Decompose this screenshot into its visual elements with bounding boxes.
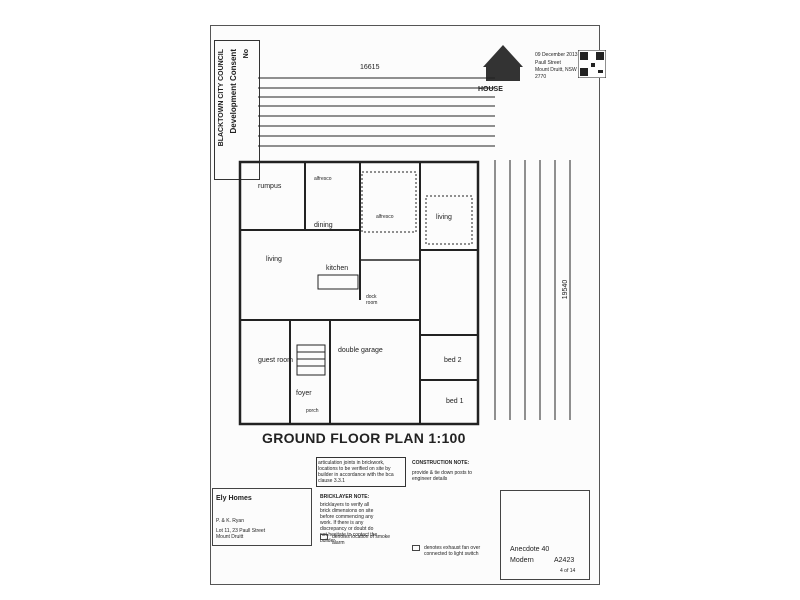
articulation-note: articulation joints in brickwork, locati… [318,460,394,484]
title-block-right [500,490,590,580]
room-kitchen: kitchen [326,265,349,272]
room-alfresco-left: alfresco [314,176,332,182]
room-double-garage: double garage [338,347,383,354]
sheet-number: 4 of 14 [560,568,576,574]
room-guest: guest room [258,357,294,364]
plan-title: GROUND FLOOR PLAN 1:100 [262,430,466,446]
project-address: Lot 11, 23 Paull Street Mount Druitt [216,528,266,540]
room-living-main: living [266,256,282,263]
room-alfresco-right: alfresco [376,214,394,220]
overall-width-dim: 16615 [360,64,380,71]
logo-address-3: 2770 [535,74,547,80]
company-logo: Ely Homes [216,495,252,502]
drawing-number: A2423 [554,557,575,564]
exhaust-fan-symbol-icon [412,545,420,551]
legend-smoke: denotes location of smoke alarm [332,534,391,546]
logo-address-1: Paull Street [535,60,561,66]
bricklayer-note: bricklayers to verify all brick dimensio… [320,502,378,544]
title-block-left [212,488,312,546]
room-living-right: living [436,214,452,221]
room-rumpus: rumpus [258,183,282,190]
room-bed2: bed 2 [444,357,462,364]
council-stamp: BLACKTOWN CITY COUNCIL Development Conse… [214,40,260,180]
logo-date: 09 December 2013 [535,52,578,58]
design-name: Anecdote 40 [510,546,550,553]
drawing-sheet [210,25,600,585]
logo-name: HOUSE [478,86,503,93]
room-dock: dock [366,294,377,300]
client-name: P. & K. Ryan [216,518,244,524]
facade-name: Modern [510,557,534,564]
qr-code-icon [578,50,606,78]
room-dining: dining [314,222,333,229]
articulation-note-box [316,457,406,487]
room-room: room [366,300,378,306]
engineer-note: provide & tie down posts to engineer det… [412,470,473,482]
construction-note-label: CONSTRUCTION NOTE: [412,460,470,466]
legend-exhaust: denotes exhaust fan over connected to li… [424,545,481,557]
room-porch: porch [306,408,319,414]
bricklayer-label: BRICKLAYER NOTE: [320,494,370,500]
logo-address-2: Mount Druitt, NSW [535,67,577,73]
smoke-alarm-symbol-icon [320,534,328,540]
room-bed1: bed 1 [446,398,464,405]
room-foyer: foyer [296,390,312,397]
